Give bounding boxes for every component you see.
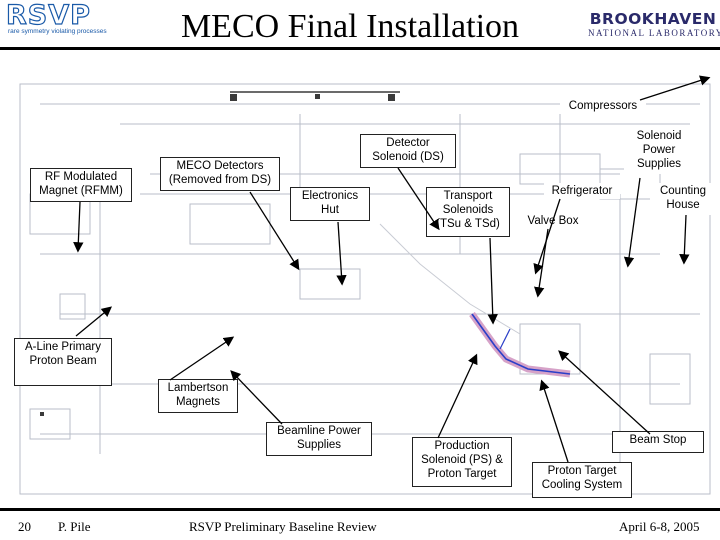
footer-author: P. Pile — [58, 519, 91, 534]
label-a-line-beam: A-Line Primary Proton Beam — [14, 338, 112, 386]
label-refrigerator: Refrigerator — [544, 183, 620, 199]
beamline-path — [471, 313, 571, 375]
brookhaven-logo-line2: NATIONAL LABORATORY — [588, 28, 720, 38]
label-beam-stop: Beam Stop — [612, 431, 704, 453]
bottom-rule — [0, 508, 720, 511]
label-beamline-power-supplies: Beamline Power Supplies — [266, 422, 372, 456]
label-electronics-hut: Electronics Hut — [290, 187, 370, 221]
brookhaven-logo: BROOKHAVEN NATIONAL LABORATORY — [588, 10, 720, 42]
footer-event: RSVP Preliminary Baseline Review — [189, 519, 377, 534]
label-lambertson-magnets: Lambertson Magnets — [158, 379, 238, 413]
label-meco-detectors: MECO Detectors (Removed from DS) — [160, 157, 280, 191]
label-rf-modulated-magnet: RF Modulated Magnet (RFMM) — [30, 168, 132, 202]
rsvp-logo-word: RSVP — [5, 0, 91, 32]
rsvp-logo-tagline: rare symmetry violating processes — [8, 28, 107, 35]
slide-title: MECO Final Installation — [180, 8, 520, 45]
label-solenoid-power-supplies: Solenoid Power Supplies — [624, 128, 694, 174]
label-counting-house: Counting House — [650, 183, 716, 215]
label-detector-solenoid: Detector Solenoid (DS) — [360, 134, 456, 168]
top-rule — [0, 47, 720, 50]
hall-outline — [19, 83, 711, 495]
footer-page-number: 20 — [18, 519, 31, 534]
label-proton-target-cooling: Proton Target Cooling System — [532, 462, 632, 498]
rsvp-logo: RSVP rare symmetry violating processes — [2, 0, 132, 42]
label-valve-box: Valve Box — [520, 213, 586, 229]
label-compressors: Compressors — [560, 98, 646, 114]
brookhaven-logo-line1: BROOKHAVEN — [589, 10, 717, 28]
label-production-solenoid: Production Solenoid (PS) & Proton Target — [412, 437, 512, 487]
label-transport-solenoids: Transport Solenoids (TSu & TSd) — [426, 187, 510, 237]
footer-date: April 6-8, 2005 — [619, 519, 700, 534]
